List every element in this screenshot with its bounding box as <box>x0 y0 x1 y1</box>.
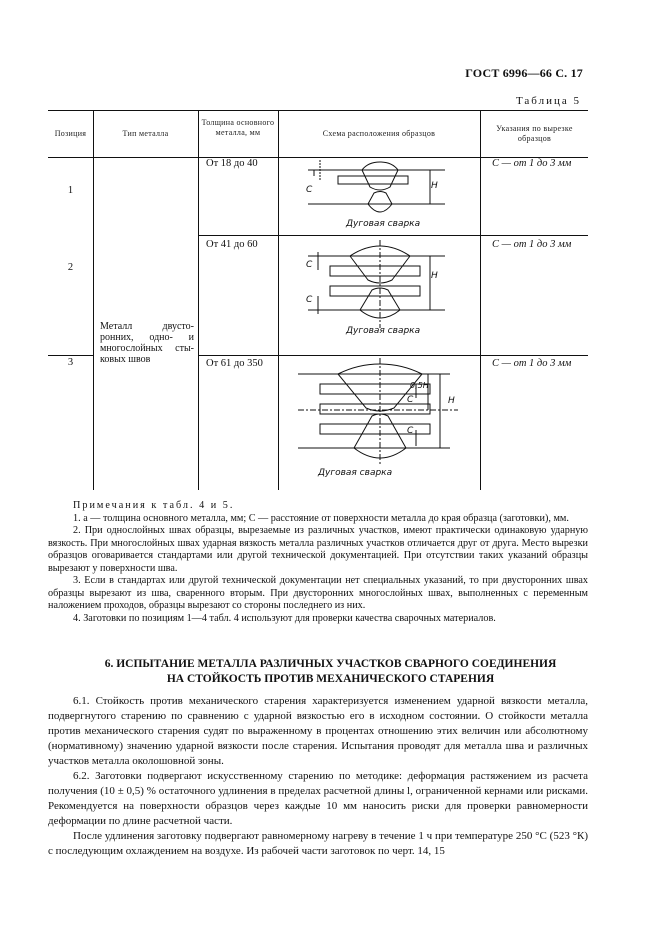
note-4: 4. Заготовки по позициям 1—4 табл. 4 исп… <box>73 612 496 624</box>
col-header-metal-type: Тип металла <box>122 129 169 138</box>
section-body: 6.1. Стойкость против механического стар… <box>48 694 588 859</box>
paragraph-6-2-cont: После удлинения заготовку подвергают рав… <box>48 830 588 857</box>
row-2-position: 2 <box>67 262 74 273</box>
col-header-scheme: Схема расположения образцов <box>322 129 436 138</box>
specimen-table: Позиция Тип металла Толщина основного ме… <box>48 110 588 590</box>
row-2-thickness: От 41 до 60 <box>206 239 258 250</box>
scheme-2-caption: Дуговая сварка <box>346 326 421 336</box>
scheme-2-h-label: H <box>431 271 438 281</box>
notes-title: Примечания к табл. 4 и 5. <box>73 500 235 511</box>
scheme-3-caption: Дуговая сварка <box>318 468 393 478</box>
note-3: 3. Если в стандартах или другой техничес… <box>48 575 588 611</box>
row-2-instruction: С — от 1 до 3 мм <box>492 239 572 250</box>
table-notes: Примечания к табл. 4 и 5. 1. a — толщина… <box>48 500 588 625</box>
scheme-2-c-label-top: C <box>306 260 313 270</box>
section-title-line-1: 6. ИСПЫТАНИЕ МЕТАЛЛА РАЗЛИЧНЫХ УЧАСТКОВ … <box>104 658 557 670</box>
scheme-1-diagram <box>308 160 445 213</box>
note-1: 1. a — толщина основного металла, мм; C … <box>73 512 569 524</box>
row-3-thickness: От 61 до 350 <box>206 358 263 369</box>
row-1-thickness: От 18 до 40 <box>206 158 258 169</box>
scheme-2-diagram <box>308 240 445 328</box>
scheme-1-caption: Дуговая сварка <box>346 219 421 229</box>
row-1-instruction: С — от 1 до 3 мм <box>492 158 572 169</box>
scheme-3-diagram <box>298 358 458 466</box>
row-3-instruction: С — от 1 до 3 мм <box>492 358 572 369</box>
section-title-line-2: НА СТОЙКОСТЬ ПРОТИВ МЕХАНИЧЕСКОГО СТАРЕН… <box>166 673 495 685</box>
row-3-position: 3 <box>67 357 74 368</box>
paragraph-6-2: 6.2. Заготовки подвергают искусственному… <box>48 770 588 827</box>
col-header-instructions: Указания по вырезке образцов <box>496 124 573 143</box>
scheme-3-c-label-bottom: C <box>407 426 414 436</box>
scheme-1-h-label: H <box>431 181 438 191</box>
metal-type: Металл двусто-ронних, одно- и многослойн… <box>100 321 194 365</box>
scheme-3-h-label: H <box>448 396 455 406</box>
table-caption: Таблица 5 <box>515 95 581 107</box>
section-title: 6. ИСПЫТАНИЕ МЕТАЛЛА РАЗЛИЧНЫХ УЧАСТКОВ … <box>48 657 613 687</box>
scheme-2-c-label-bottom: C <box>306 295 313 305</box>
paragraph-6-1: 6.1. Стойкость против механического стар… <box>48 695 588 767</box>
page-header: ГОСТ 6996—66 С. 17 <box>465 66 583 80</box>
scheme-3-halfh-label: 0,5H <box>410 381 429 390</box>
col-header-position: Позиция <box>54 129 87 138</box>
scheme-3-c-label-top: C <box>407 395 414 405</box>
row-1-position: 1 <box>67 185 74 196</box>
scheme-1-c-label: C <box>306 185 313 195</box>
note-2: 2. При однослойных швах образцы, вырезае… <box>48 525 588 574</box>
col-header-thickness: Толщина основного металла, мм <box>201 118 275 137</box>
